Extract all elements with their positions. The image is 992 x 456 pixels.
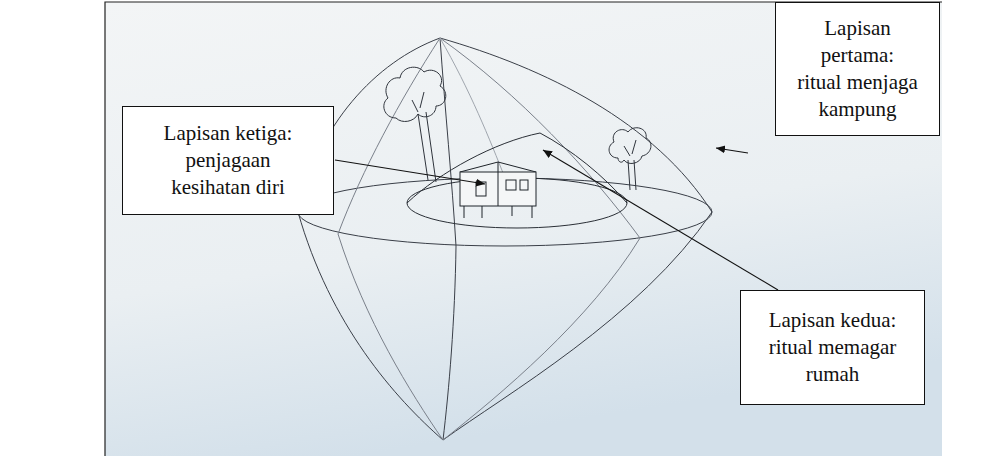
callout-text: Lapisan pertama: ritual menjaga kampung (797, 15, 918, 123)
meridian-line (440, 38, 640, 238)
right-tree (609, 128, 651, 190)
tree-trunk (628, 160, 636, 190)
paper-ground (105, 2, 942, 456)
leader-lines (335, 148, 778, 290)
callout-box: Lapisan ketiga: penjagaan kesihatan diri (122, 106, 334, 215)
text-line: Lapisan (797, 15, 918, 42)
paper-edge (105, 2, 942, 456)
tree-trunk (418, 112, 436, 182)
upper-dome (298, 38, 712, 212)
text-line: kampung (797, 96, 918, 123)
tree-branch (412, 92, 424, 112)
house-wall (498, 162, 499, 206)
tree-branch (624, 140, 636, 156)
house-window (520, 180, 528, 190)
house-window (506, 180, 516, 190)
leader-arrow (335, 160, 485, 184)
tree-canopy (609, 128, 651, 164)
text-line: kesihatan diri (164, 174, 293, 201)
text-line: penjagaan (164, 147, 293, 174)
meridian-line (440, 38, 456, 246)
callout-box: Lapisan pertama: ritual menjaga kampung (775, 2, 940, 136)
leader-arrow (716, 148, 748, 153)
house-stilt (464, 206, 532, 218)
callout-box: Lapisan kedua: ritual memagar rumah (740, 290, 925, 405)
meridian-line (338, 234, 443, 440)
outer-sphere (298, 38, 712, 440)
text-line: pertama: (797, 42, 918, 69)
meridian-line (338, 38, 440, 234)
text-line: ritual menjaga (797, 69, 918, 96)
text-line: Lapisan kedua: (769, 307, 897, 334)
text-line: rumah (769, 361, 897, 388)
callout-text: Lapisan kedua: ritual memagar rumah (769, 307, 897, 388)
leader-arrow (543, 150, 778, 290)
callout-text: Lapisan ketiga: penjagaan kesihatan diri (164, 120, 293, 201)
meridian-line (443, 238, 640, 440)
tree-canopy (384, 67, 446, 121)
meridian-line (443, 246, 456, 440)
text-line: Lapisan ketiga: (164, 120, 293, 147)
house (460, 162, 536, 218)
meridian-line (440, 38, 505, 178)
text-line: ritual memagar (769, 334, 897, 361)
left-tree (384, 67, 446, 182)
